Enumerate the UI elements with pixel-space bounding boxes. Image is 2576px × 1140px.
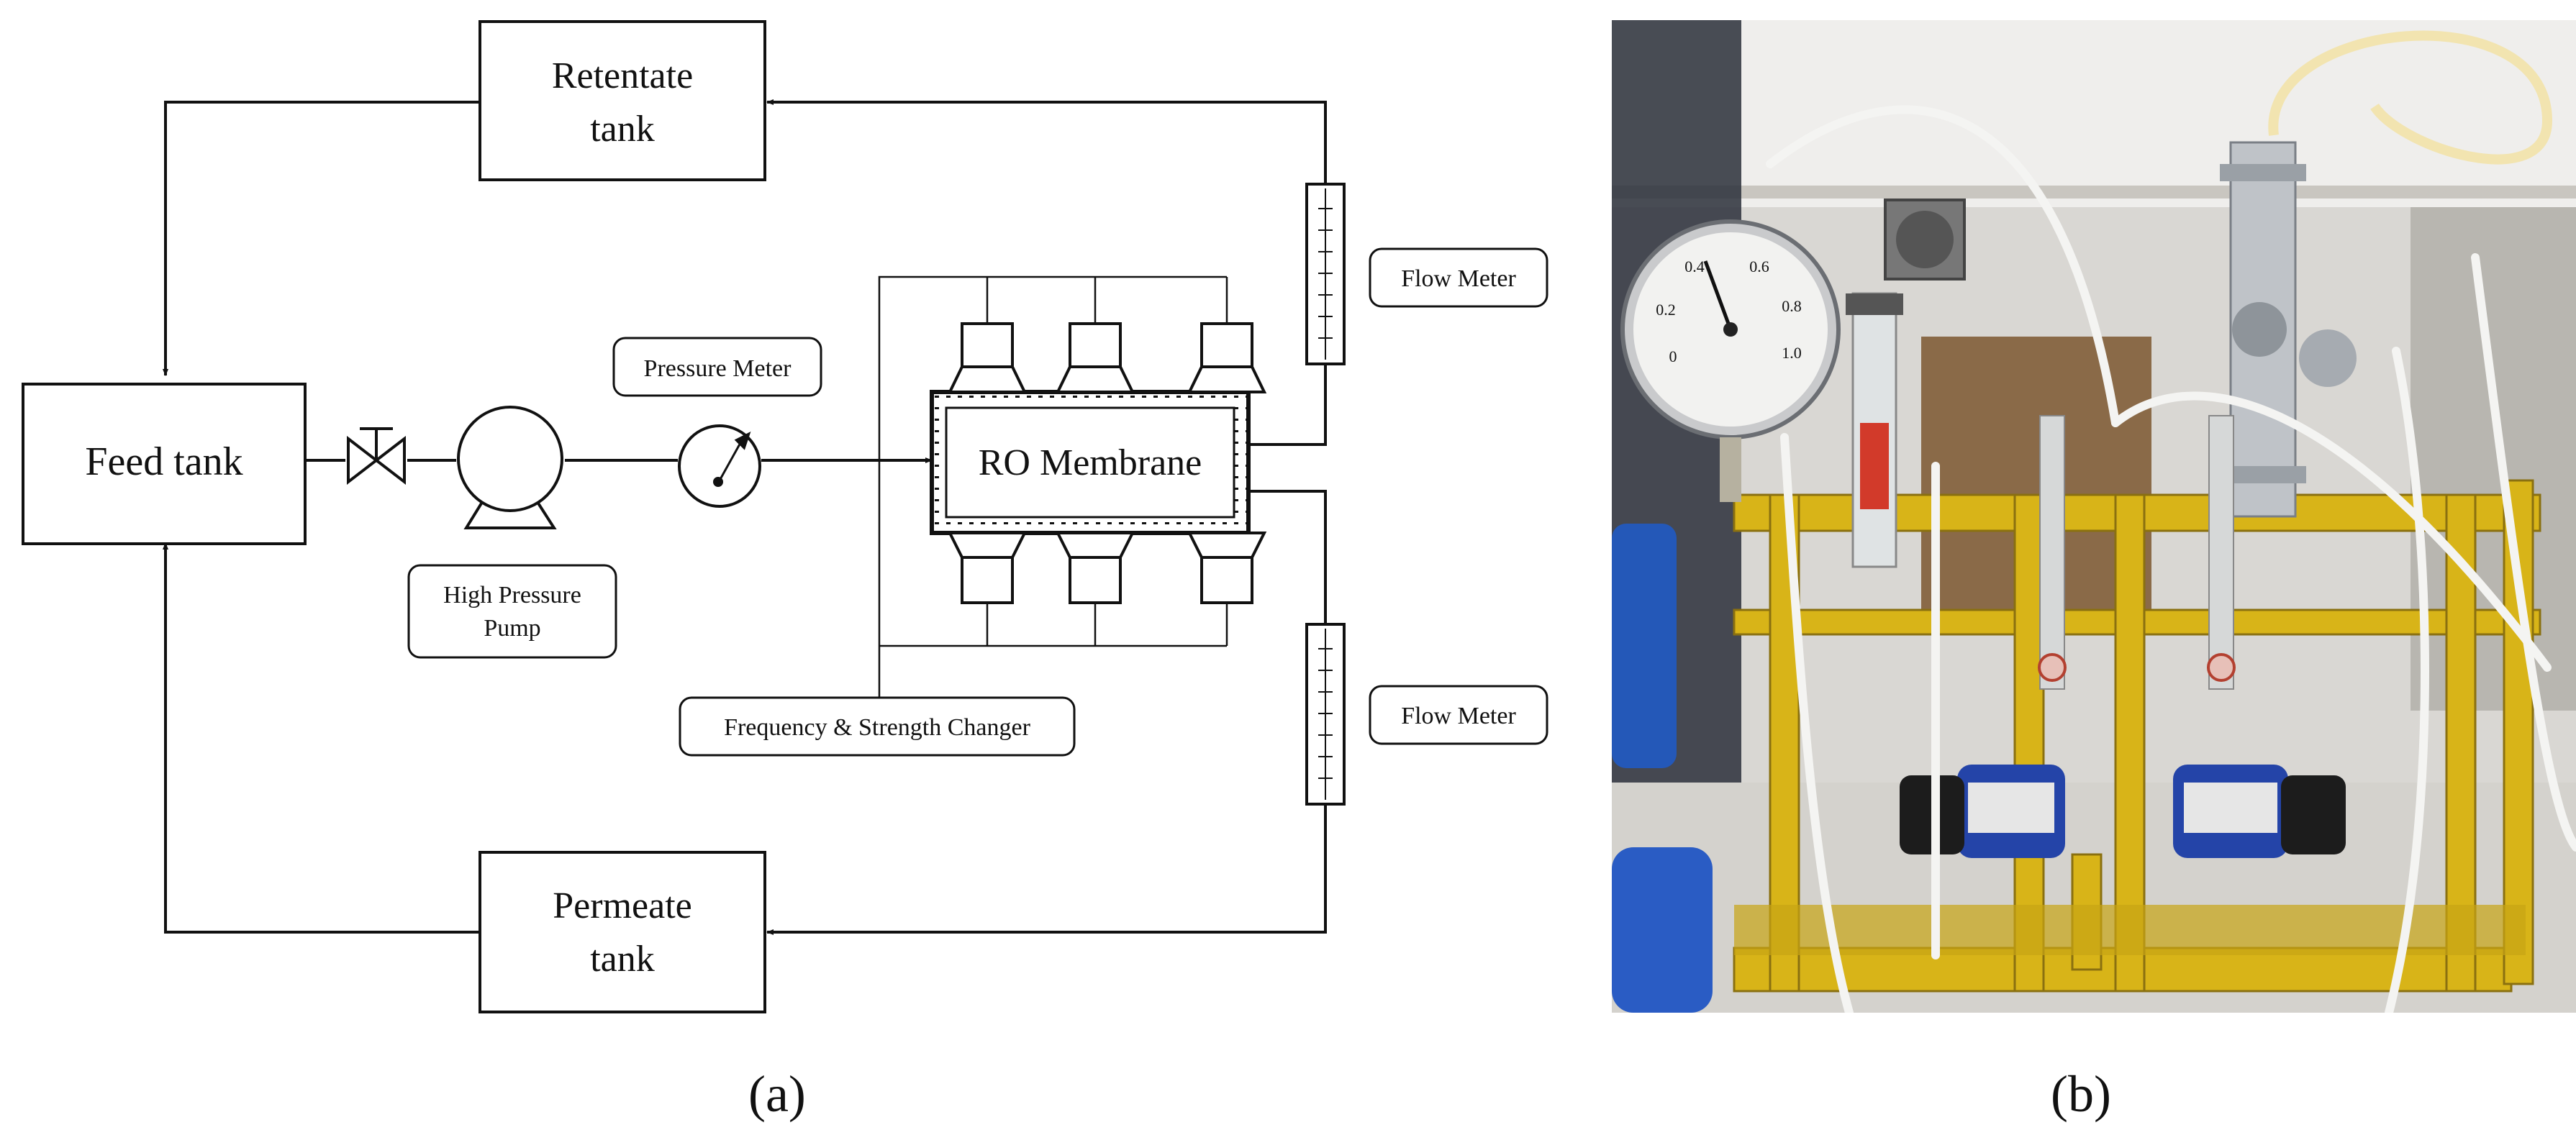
photo-pressure-gauge: 0 0.2 0.4 0.6 0.8 1.0: [1620, 219, 1841, 502]
setup-photo: 0 0.2 0.4 0.6 0.8 1.0: [1612, 20, 2576, 1013]
flow-meter-top-label: Flow Meter: [1401, 265, 1516, 292]
pressure-meter-label-box: Pressure Meter: [612, 337, 822, 397]
feed-label: Feed tank: [85, 439, 242, 484]
gauge-tick-4: 0.8: [1782, 297, 1802, 315]
transducers-top: [947, 322, 1267, 393]
photo-ro-vessel: [2220, 141, 2357, 518]
retentate-label-2: tank: [590, 109, 655, 150]
frequency-label-box: Frequency & Strength Changer: [679, 696, 1076, 757]
flow-meter-bottom-icon: [1305, 623, 1346, 806]
feed-tank: Feed tank: [22, 383, 307, 545]
valve-icon: [347, 427, 406, 485]
flow-meter-top-icon: [1305, 183, 1346, 365]
gauge-tick-2: 0.4: [1684, 257, 1705, 275]
permeate-tank: Permeate tank: [479, 851, 766, 1013]
pressure-gauge-icon: [678, 424, 761, 508]
gauge-tick-0: 0: [1669, 347, 1677, 365]
photo-pump-right: [2173, 765, 2346, 858]
photo-flowmeter-strip-2: [2208, 415, 2234, 690]
pump-label-1: High Pressure: [443, 582, 581, 608]
pump-label-2: Pump: [484, 615, 540, 642]
gauge-tick-5: 1.0: [1782, 344, 1802, 362]
retentate-tank: Retentate tank: [479, 20, 766, 181]
permeate-label-2: tank: [590, 939, 655, 980]
transducer-wiring: [878, 275, 1227, 700]
wall-fan-icon: [1884, 199, 1966, 281]
caption-a: (a): [748, 1065, 806, 1123]
retentate-to-feed-line: [163, 101, 480, 376]
pump-label-box: High Pressure Pump: [407, 564, 617, 659]
permeate-label-1: Permeate: [553, 885, 691, 926]
photo-rotameter-left: [1846, 292, 1903, 568]
permeate-to-feed-line: [163, 542, 480, 934]
membrane-label: RO Membrane: [979, 442, 1202, 483]
flow-meter-bottom-label: Flow Meter: [1401, 703, 1516, 729]
flow-meter-top-label-box: Flow Meter: [1369, 247, 1548, 308]
flow-diagram: Retentate tank Feed tank Permeate tank: [22, 20, 1548, 1013]
flow-meter-bottom-label-box: Flow Meter: [1369, 685, 1548, 745]
ro-membrane: RO Membrane: [930, 390, 1251, 535]
setup-photo-illustration: 0 0.2 0.4 0.6 0.8 1.0: [1612, 20, 2576, 1013]
photo-tubing: [1766, 105, 2576, 1013]
photo-flowmeter-strip-1: [2039, 415, 2065, 690]
pump-icon: [457, 406, 563, 529]
retentate-label-1: Retentate: [552, 55, 693, 96]
gauge-tick-3: 0.6: [1749, 257, 1769, 275]
frequency-label: Frequency & Strength Changer: [724, 714, 1031, 741]
gauge-tick-1: 0.2: [1656, 301, 1676, 319]
pressure-meter-label: Pressure Meter: [644, 355, 792, 382]
transducers-bottom: [947, 532, 1267, 604]
caption-b: (b): [2051, 1065, 2111, 1123]
photo-pump-left: [1900, 765, 2065, 858]
